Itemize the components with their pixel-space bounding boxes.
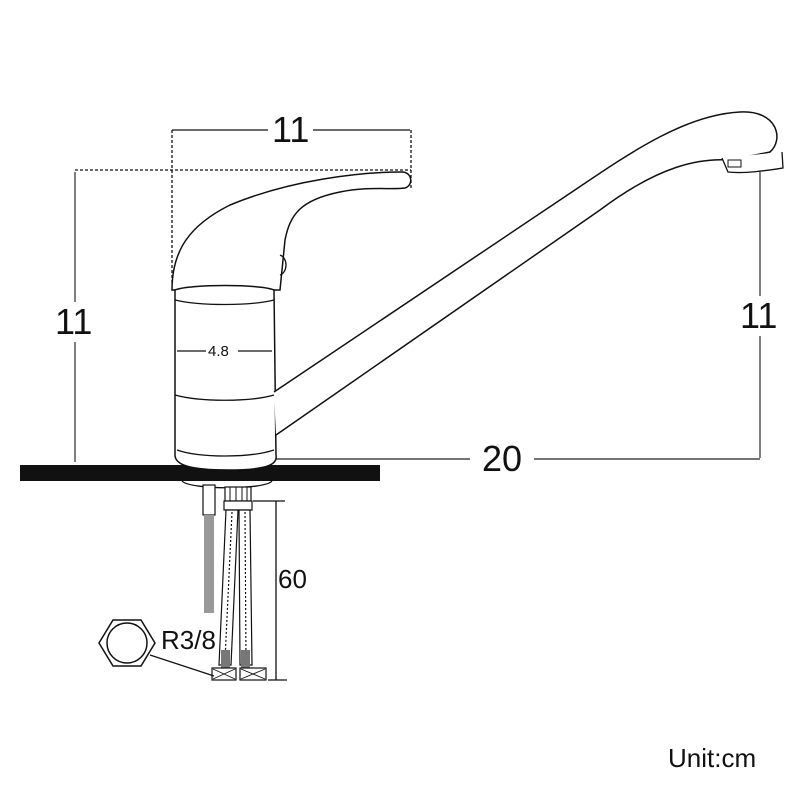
- hex-nut-icon: [98, 619, 156, 667]
- body-diameter-label: 4.8: [208, 343, 229, 360]
- spout-height-label: 11: [740, 295, 778, 336]
- hose-length-label: 60: [278, 564, 307, 594]
- mounting-thread: [204, 515, 214, 613]
- unit-label: Unit:cm: [668, 743, 757, 773]
- thread-size-label: R3/8: [161, 625, 216, 655]
- spout-reach-label: 20: [470, 441, 535, 477]
- countertop: [20, 465, 380, 481]
- faucet-body: [174, 284, 277, 471]
- handle-width-label: 11: [268, 112, 314, 148]
- mounting-stud: [202, 484, 216, 516]
- lever-pivot-screw: [279, 254, 287, 276]
- lever-handle: [171, 171, 412, 291]
- supply-hoses: [211, 486, 267, 681]
- body-height-label: 11: [55, 301, 93, 342]
- thread-leader-line: [149, 654, 215, 677]
- spout: [273, 111, 778, 436]
- dimension-line-hose-length: [253, 500, 287, 681]
